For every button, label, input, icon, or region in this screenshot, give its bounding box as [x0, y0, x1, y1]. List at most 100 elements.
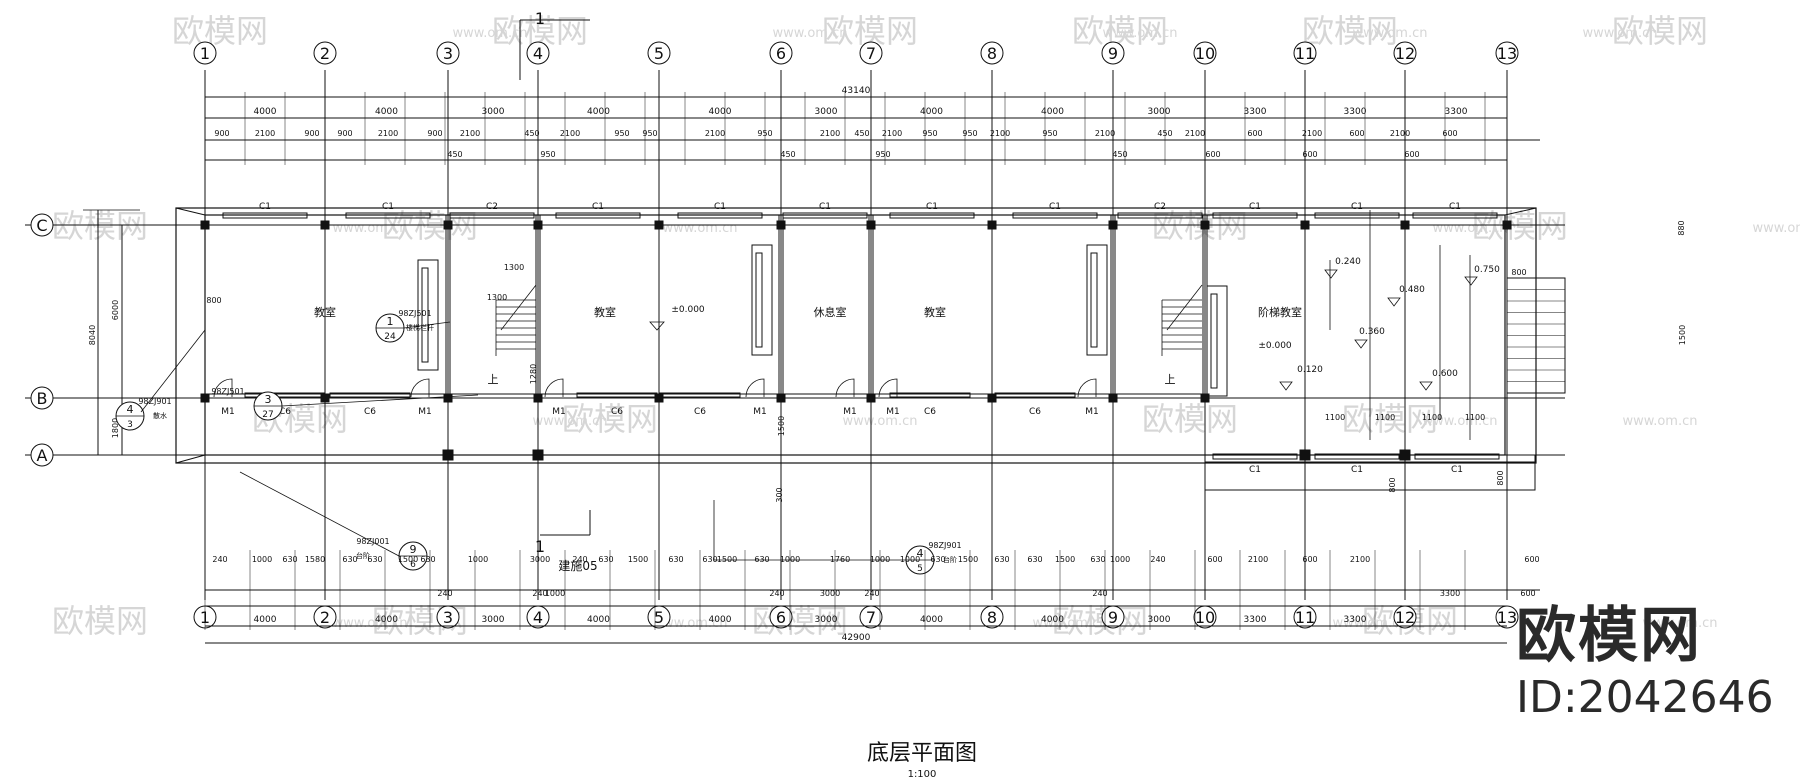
watermark-name: 欧模网	[1302, 12, 1398, 50]
dim-bottom-row1: 1000	[1110, 555, 1130, 564]
window-label-corridor: C6	[279, 407, 291, 417]
dim-top-row3: 450	[447, 150, 462, 159]
dim-top-row2: 900	[337, 129, 352, 138]
column	[442, 449, 454, 461]
watermark-site: www.om.cn	[1623, 414, 1698, 429]
dim-misc: 1300	[504, 263, 524, 272]
door-label: M1	[221, 407, 235, 417]
window-corridor	[994, 392, 1076, 398]
dim-misc: 800	[1388, 477, 1397, 492]
axis-number-bottom: 12	[1395, 608, 1415, 627]
axis-number-bottom: 5	[654, 608, 664, 627]
detail-5-note: 台阶	[943, 555, 957, 564]
window-top	[1314, 212, 1400, 219]
window-corridor	[889, 392, 971, 398]
detail-1-den: 24	[384, 332, 396, 342]
dim-top-row1: 3300	[1445, 107, 1468, 117]
elevation-label: 0.240	[1335, 257, 1361, 267]
hall-south-wall	[1204, 454, 1536, 491]
dim-top-row1: 4000	[375, 107, 398, 117]
dim-bottom-row1: 630	[282, 555, 297, 564]
detail-5-den: 5	[917, 564, 923, 574]
room-label: 教室	[314, 305, 336, 319]
window-top	[677, 212, 763, 219]
dim-bottom-row2: 240	[437, 589, 452, 598]
column	[1108, 220, 1118, 230]
axis-bubble-left	[30, 213, 54, 237]
detail-3-note: 散水	[153, 411, 167, 420]
brand-id-label: ID:2042646	[1516, 672, 1774, 723]
axis-number-bottom: 3	[443, 608, 453, 627]
detail-1-ref: 98ZJ501	[398, 309, 431, 318]
axis-letter: B	[37, 389, 48, 408]
dim-bottom-row2: 240	[532, 589, 547, 598]
window-label-top: C1	[714, 202, 726, 212]
dim-top-row1: 4000	[920, 107, 943, 117]
corner-line	[175, 454, 206, 464]
dim-bottom-row2: 240	[1092, 589, 1107, 598]
window-top	[1012, 212, 1098, 219]
door-label: M1	[753, 407, 767, 417]
dim-top-row3: 950	[540, 150, 555, 159]
window-corridor	[329, 392, 411, 398]
dim-bottom-row1: 630	[702, 555, 717, 564]
watermark-site: www.om.cn	[1033, 616, 1108, 631]
dim-bottom-row3: 4000	[1041, 615, 1064, 625]
axis-number-top: 7	[866, 44, 876, 63]
dim-bottom-row2: 240	[769, 589, 784, 598]
axis-bubble-top	[980, 41, 1004, 65]
dim-top-row2: 2100	[1390, 129, 1410, 138]
dim-top-row3: 450	[780, 150, 795, 159]
dim-top-row2: 2100	[882, 129, 902, 138]
watermark-site: www.om.cn	[533, 414, 608, 429]
dim-top-row1: 4000	[587, 107, 610, 117]
blackboard	[1086, 244, 1108, 356]
blackboard	[1206, 285, 1228, 397]
axis-bubble-left	[30, 443, 54, 467]
axis-number-bottom: 4	[533, 608, 543, 627]
axis-number-bottom: 2	[320, 608, 330, 627]
dim-top-row3: 600	[1302, 150, 1317, 159]
watermark-name: 欧模网	[172, 12, 268, 50]
door-swing	[878, 378, 898, 398]
dim-top-row2: 2100	[1302, 129, 1322, 138]
column	[200, 393, 210, 403]
dim-bottom-row1: 630	[367, 555, 382, 564]
dim-bottom-row1: 2100	[1248, 555, 1268, 564]
drawing-scale: 1:100	[908, 769, 937, 777]
dim-top-row2: 2100	[820, 129, 840, 138]
column	[1200, 220, 1210, 230]
column	[987, 393, 997, 403]
elevation-marker	[1354, 339, 1368, 349]
detail-3-num: 4	[127, 403, 134, 416]
dim-bottom-row1: 3000	[530, 555, 550, 564]
axis-bubble-top	[647, 41, 671, 65]
hall-dim: 1100	[1422, 413, 1442, 422]
dim-bottom-row1: 630	[420, 555, 435, 564]
column	[987, 220, 997, 230]
axis-number-bottom: 10	[1195, 608, 1215, 627]
dim-bottom-row3: 3300	[1344, 615, 1367, 625]
axis-letter: C	[36, 216, 47, 235]
watermark-name: 欧模网	[752, 602, 848, 640]
dim-bottom-row3: 3300	[1244, 615, 1267, 625]
window-top	[889, 212, 975, 219]
dim-top-row3: 600	[1404, 150, 1419, 159]
window-label-top: C1	[1049, 202, 1061, 212]
axis-number-top: 11	[1295, 44, 1315, 63]
watermark-site: www.om.cn	[1423, 414, 1498, 429]
dim-bottom-row1: 240	[1150, 555, 1165, 564]
hall-dim: 1100	[1465, 413, 1485, 422]
overall-dim-top: 43140	[842, 86, 871, 96]
dim-misc: 1280	[529, 364, 538, 384]
axis-number-top: 10	[1195, 44, 1215, 63]
axis-number-top: 12	[1395, 44, 1415, 63]
dim-bottom-row1: 2100	[1350, 555, 1370, 564]
brand-logo: 欧模网	[1516, 601, 1702, 671]
column	[200, 220, 210, 230]
watermark-site: www.om.cn	[1583, 26, 1658, 41]
dim-bottom-row3: 4000	[920, 615, 943, 625]
column	[1502, 220, 1512, 230]
dim-bottom-row3: 4000	[254, 615, 277, 625]
dim-bottom-row3: 4000	[587, 615, 610, 625]
